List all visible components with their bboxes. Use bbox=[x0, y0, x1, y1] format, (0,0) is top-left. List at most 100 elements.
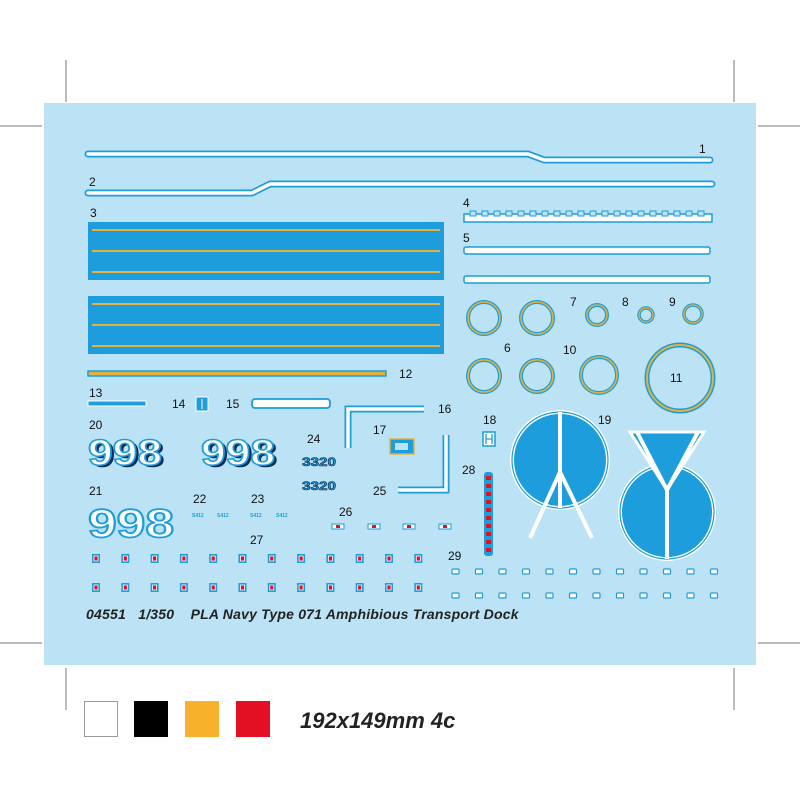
notch bbox=[469, 210, 477, 217]
red-segment bbox=[486, 540, 491, 544]
tiny-mark bbox=[592, 592, 601, 599]
notch bbox=[505, 210, 513, 217]
tiny-mark-red bbox=[327, 555, 333, 562]
decal-15 bbox=[251, 398, 331, 409]
notch bbox=[613, 210, 621, 217]
label-2: 2 bbox=[89, 175, 96, 189]
crop-marks bbox=[0, 60, 800, 710]
tiny-mark bbox=[639, 592, 648, 599]
label-14: 14 bbox=[172, 397, 186, 411]
pennant-small: 3320 bbox=[302, 455, 336, 469]
product-title: PLA Navy Type 071 Amphibious Transport D… bbox=[190, 606, 519, 622]
tiny-mark-red bbox=[181, 555, 187, 562]
tiny-mark-red bbox=[269, 555, 275, 562]
tiny-mark-red bbox=[298, 584, 304, 591]
notch bbox=[553, 210, 561, 217]
hull-number-shadow: 998 bbox=[91, 434, 165, 475]
red-segment bbox=[486, 476, 491, 480]
label-21: 21 bbox=[89, 484, 103, 498]
label-13: 13 bbox=[89, 386, 103, 400]
swatch-black bbox=[134, 701, 168, 737]
tiny-mark bbox=[639, 568, 648, 575]
decal-13 bbox=[87, 400, 147, 407]
swatch-white bbox=[84, 701, 118, 737]
label-3: 3 bbox=[90, 206, 97, 220]
tiny-mark bbox=[686, 568, 695, 575]
label-12: 12 bbox=[399, 367, 413, 381]
label-24: 24 bbox=[307, 432, 321, 446]
decal-14 bbox=[195, 396, 209, 412]
small-mark-red bbox=[372, 525, 376, 528]
hull-number-shadow: 998 bbox=[204, 434, 278, 475]
decal-25 bbox=[398, 435, 450, 494]
tiny-mark bbox=[568, 592, 578, 599]
tiny-mark-red bbox=[415, 584, 421, 591]
decal-3 bbox=[88, 222, 444, 354]
label-10: 10 bbox=[563, 343, 577, 357]
notch bbox=[661, 210, 669, 217]
tiny-mark bbox=[709, 568, 719, 575]
tiny-mark bbox=[545, 592, 554, 599]
tiny-mark-red bbox=[210, 584, 216, 591]
decal-12 bbox=[87, 370, 387, 377]
hull-number: 998 bbox=[88, 432, 162, 473]
tiny-mark-red bbox=[152, 584, 158, 591]
decal-27 bbox=[92, 554, 423, 592]
tiny-mark bbox=[662, 592, 672, 599]
decal-16 bbox=[344, 405, 424, 448]
label-8: 8 bbox=[622, 295, 629, 309]
decal-24: 3320 3320 bbox=[302, 455, 337, 494]
notch bbox=[577, 210, 585, 217]
label-4: 4 bbox=[463, 196, 470, 210]
decal-2 bbox=[84, 180, 716, 197]
tiny-mark bbox=[498, 568, 507, 575]
notch bbox=[625, 210, 633, 217]
tiny-mark-red bbox=[181, 584, 187, 591]
label-28: 28 bbox=[462, 463, 476, 477]
decal-29 bbox=[451, 568, 719, 599]
tiny-mark-red bbox=[122, 584, 128, 591]
swatch-yellow bbox=[185, 701, 219, 737]
tiny-mark-red bbox=[93, 555, 99, 562]
notch bbox=[697, 210, 705, 217]
pennant-small: 3320 bbox=[302, 479, 336, 493]
red-segment bbox=[486, 548, 491, 552]
tiny-mark bbox=[474, 568, 484, 575]
notch bbox=[589, 210, 597, 217]
tiny-mark-red bbox=[298, 555, 304, 562]
swatch-red bbox=[236, 701, 270, 737]
product-code: 04551 bbox=[86, 606, 126, 622]
sheet-background bbox=[44, 103, 756, 665]
tiny-mark bbox=[686, 592, 695, 599]
decal-26 bbox=[331, 523, 452, 530]
red-segment bbox=[486, 484, 491, 488]
tiny-mark bbox=[662, 568, 672, 575]
notch bbox=[565, 210, 573, 217]
decal-20: 998 998 998 998 bbox=[87, 431, 278, 475]
tiny-mark bbox=[474, 592, 484, 599]
tiny-mark: S412 bbox=[217, 513, 229, 519]
tiny-mark-red bbox=[327, 584, 333, 591]
tiny-mark bbox=[498, 592, 507, 599]
red-segment bbox=[486, 524, 491, 528]
red-segment bbox=[486, 508, 491, 512]
small-mark-red bbox=[443, 525, 447, 528]
tiny-mark bbox=[709, 592, 719, 599]
notch bbox=[637, 210, 645, 217]
small-mark-red bbox=[336, 525, 340, 528]
sheet-caption: 04551 1/350 PLA Navy Type 071 Amphibious… bbox=[86, 606, 519, 622]
notch bbox=[493, 210, 501, 217]
label-26: 26 bbox=[339, 505, 353, 519]
red-segment bbox=[486, 492, 491, 496]
label-16: 16 bbox=[438, 402, 452, 416]
hull-number: 998 bbox=[88, 502, 174, 546]
part-numbers: 1 2 3 4 5 6 7 8 9 10 11 12 13 14 15 16 1… bbox=[89, 142, 706, 563]
label-7: 7 bbox=[570, 295, 577, 309]
decal-19-variant bbox=[618, 430, 716, 561]
notch bbox=[541, 210, 549, 217]
decal-18 bbox=[482, 431, 496, 447]
tiny-mark-red bbox=[240, 584, 245, 591]
decal-7 bbox=[585, 303, 609, 327]
sheet-size-info: 192x149mm 4c bbox=[300, 708, 456, 733]
